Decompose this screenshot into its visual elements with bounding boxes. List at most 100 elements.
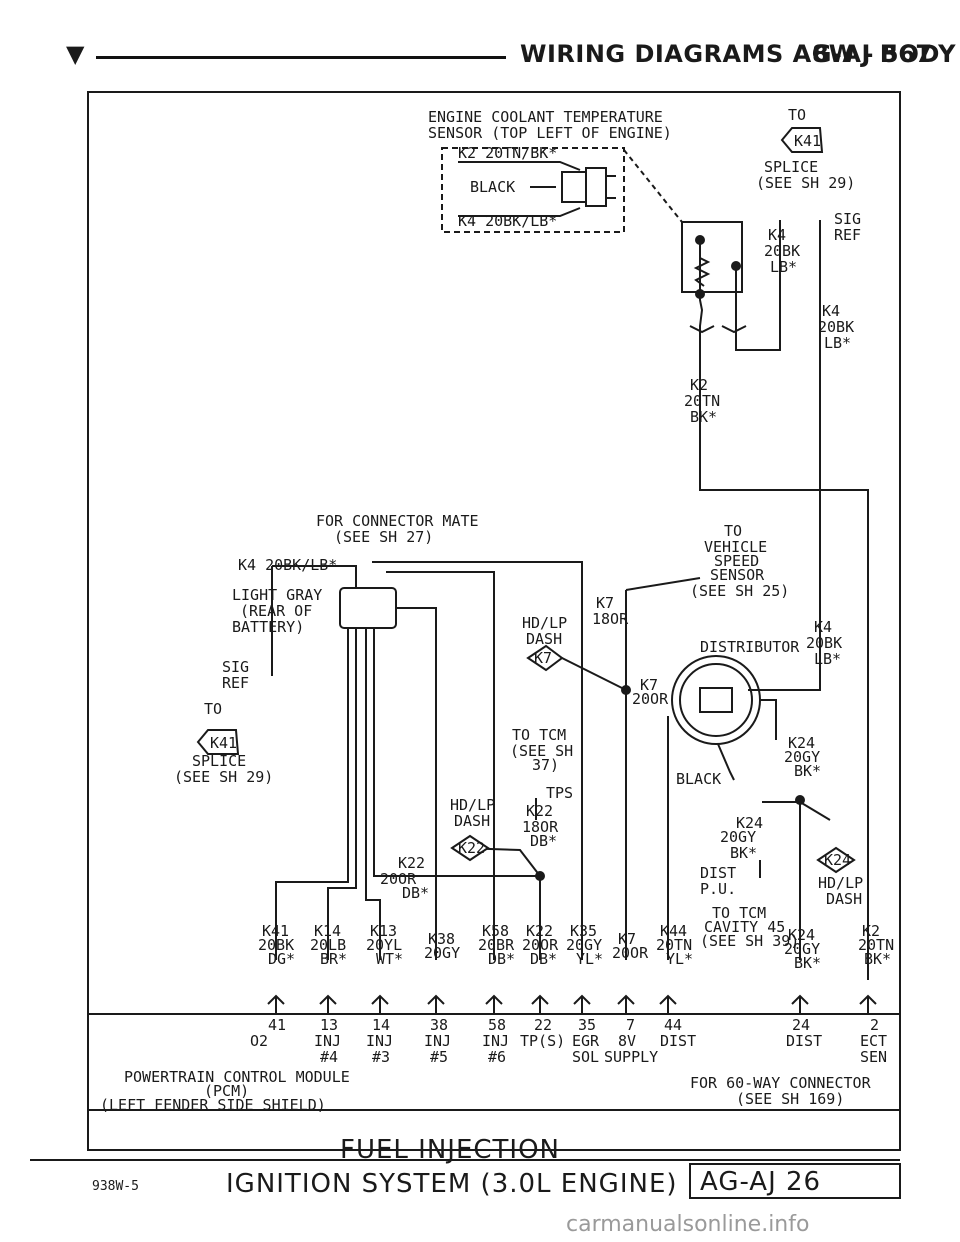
hdlp-k22-l2: DASH xyxy=(454,812,490,830)
bottom-wire-4-l2: 20BR xyxy=(478,936,515,954)
pcm-pin-labels: 41 O2 13 INJ #4 14 INJ #3 38 INJ #5 58 I… xyxy=(250,1016,887,1066)
wire-k4-b-1: K4 xyxy=(822,302,840,320)
sensor-dashed-box xyxy=(441,147,625,233)
splice-left-ref: REF xyxy=(222,674,249,692)
bottom-wire-7-l2: 20OR xyxy=(612,944,649,962)
vss-to: TO xyxy=(724,522,742,540)
bottom-wire-10-l3: BK* xyxy=(864,950,891,968)
wire-k4-b-3: LB* xyxy=(824,334,851,352)
pcm-label-2: (PCM) xyxy=(204,1082,249,1100)
bottom-wire-6-l2: 20GY xyxy=(566,936,602,954)
distributor xyxy=(671,655,761,745)
hdlp-k24-l1: HD/LP xyxy=(818,874,863,892)
vss-l3: SENSOR xyxy=(710,566,765,584)
connector-mate-color-1: LIGHT GRAY xyxy=(232,586,322,604)
hdlp-k7-l2: DASH xyxy=(526,630,562,648)
wire-k4-c-2: 20BK xyxy=(806,634,842,652)
pcm-pin-6-f2: SOL xyxy=(572,1048,599,1066)
hdlp-k22-tag: K22 xyxy=(458,839,485,857)
wire-k24-a-1: K24 xyxy=(788,734,815,752)
wire-k2-a-1: K2 xyxy=(690,376,708,394)
distributor-color: BLACK xyxy=(676,770,721,788)
wire-k7-a-1: K7 xyxy=(596,594,614,612)
dist-pu-l1: DIST xyxy=(700,864,736,882)
wire-k4-a-2: 20BK xyxy=(764,242,800,260)
hdlp-k22-l1: HD/LP xyxy=(450,796,495,814)
pcm-pin-6: 35 xyxy=(578,1016,596,1034)
diagram-frame xyxy=(87,91,901,1151)
splice-top-tag: K4 xyxy=(794,132,812,150)
pcm-pin-8-f1: DIST xyxy=(660,1032,696,1050)
bottom-wire-5-l2: 20OR xyxy=(522,936,559,954)
footer-ref: AG-AJ 26 xyxy=(700,1167,821,1197)
connector-mate-color-2: (REAR OF xyxy=(240,602,312,620)
wire-k24-b-1: K24 xyxy=(736,814,763,832)
pcm-pin-9-f1: DIST xyxy=(786,1032,822,1050)
wire-k4-b-2: 20BK xyxy=(818,318,854,336)
vss-l2: SPEED xyxy=(714,552,759,570)
splice-top-label: SPLICE xyxy=(764,158,818,176)
hdlp-k24-tag: K24 xyxy=(824,851,851,869)
bottom-wire-8-l3: YL* xyxy=(666,950,693,968)
pcm-pin-4-f2: #6 xyxy=(488,1048,506,1066)
dist-pu-l2: P.U. xyxy=(700,880,736,898)
bottom-wire-1-l1: K14 xyxy=(314,922,341,940)
bottom-wire-3-l1: K38 xyxy=(428,930,455,948)
bottom-wire-9-l1: K24 xyxy=(788,926,815,944)
wire-k7-b-1: K7 xyxy=(640,676,658,694)
pcm-pin-3-f2: #5 xyxy=(430,1048,448,1066)
splice-left-to: TO xyxy=(204,700,222,718)
wire-k7-a-2: 18OR xyxy=(592,610,629,628)
splice-left-see: (SEE SH 29) xyxy=(174,768,273,786)
pcm-pin-3: 38 xyxy=(430,1016,448,1034)
wiring-diagram: ENGINE COOLANT TEMPERATURE SENSOR (TOP L… xyxy=(30,91,901,1199)
wire-k22-b-3: DB* xyxy=(402,884,429,902)
wire-k7-b-2: 20OR xyxy=(632,690,669,708)
sensor-wire-bottom: K4 20BK/LB* xyxy=(458,212,557,230)
coolant-sensor-body xyxy=(561,171,587,203)
header-arrow-icon: ▼ xyxy=(66,40,85,68)
pcm-pin-5: 22 xyxy=(534,1016,552,1034)
bottom-wire-2-l3: WT* xyxy=(376,950,403,968)
wire-k24-b-2: 20GY xyxy=(720,828,756,846)
pcm-pin-8: 44 xyxy=(664,1016,682,1034)
bottom-wire-10-l2: 20TN xyxy=(858,936,894,954)
bottom-wire-5-l3: DB* xyxy=(530,950,557,968)
pcm-pin-4: 58 xyxy=(488,1016,506,1034)
tcm-tps-l1: TO TCM xyxy=(512,726,566,744)
header-rule xyxy=(96,56,506,59)
pcm-pin-0-f1: O2 xyxy=(250,1032,268,1050)
bottom-wire-2-l1: K13 xyxy=(370,922,397,940)
bottom-wire-10-l1: K2 xyxy=(862,922,880,940)
splice-left-sig: SIG xyxy=(222,658,249,676)
wire-k2-a-2: 20TN xyxy=(684,392,720,410)
bottom-wire-2-l2: 20YL xyxy=(366,936,402,954)
wire-k4-c-3: LB* xyxy=(814,650,841,668)
bottom-wire-7-l1: K7 xyxy=(618,930,636,948)
pcm-pin-9: 24 xyxy=(792,1016,810,1034)
header-title: WIRING DIAGRAMS AG-AJ BODY xyxy=(520,40,956,68)
pcm-pin-10: 2 xyxy=(870,1016,879,1034)
wire-k2-a-3: BK* xyxy=(690,408,717,426)
footer-title-1: FUEL INJECTION xyxy=(340,1135,560,1165)
hdlp-k24-l2: DASH xyxy=(826,890,862,908)
pcm-pin-2: 14 xyxy=(372,1016,390,1034)
pcm-pin-1: 13 xyxy=(320,1016,338,1034)
tcm-tps-l2: (SEE SH xyxy=(510,742,573,760)
bottom-wire-8-l1: K44 xyxy=(660,922,687,940)
pcm-pin-5-f1: TP(S) xyxy=(520,1032,565,1050)
splice-top-to: TO xyxy=(788,106,806,124)
splice-left-tag-num: 1 xyxy=(228,734,237,752)
bottom-wire-1-l2: 20LB xyxy=(310,936,346,954)
header-page-number: 8W - 567 xyxy=(812,40,932,68)
wire-k22-a-1: K22 xyxy=(526,802,553,820)
sensor-wire-top: K2 20TN/BK* xyxy=(458,144,557,162)
bottom-wire-0-l3: DG* xyxy=(268,950,295,968)
connector-mate-line-1: FOR CONNECTOR MATE xyxy=(316,512,479,530)
pcm-pin-2-f2: #3 xyxy=(372,1048,390,1066)
tcm-cavity-l3: (SEE SH 39) xyxy=(700,932,799,950)
splice-top-sig: SIG xyxy=(834,210,861,228)
bottom-wire-6-l3: YL* xyxy=(576,950,603,968)
bottom-wire-0-l2: 20BK xyxy=(258,936,294,954)
bottom-wire-9-l3: BK* xyxy=(794,954,821,972)
